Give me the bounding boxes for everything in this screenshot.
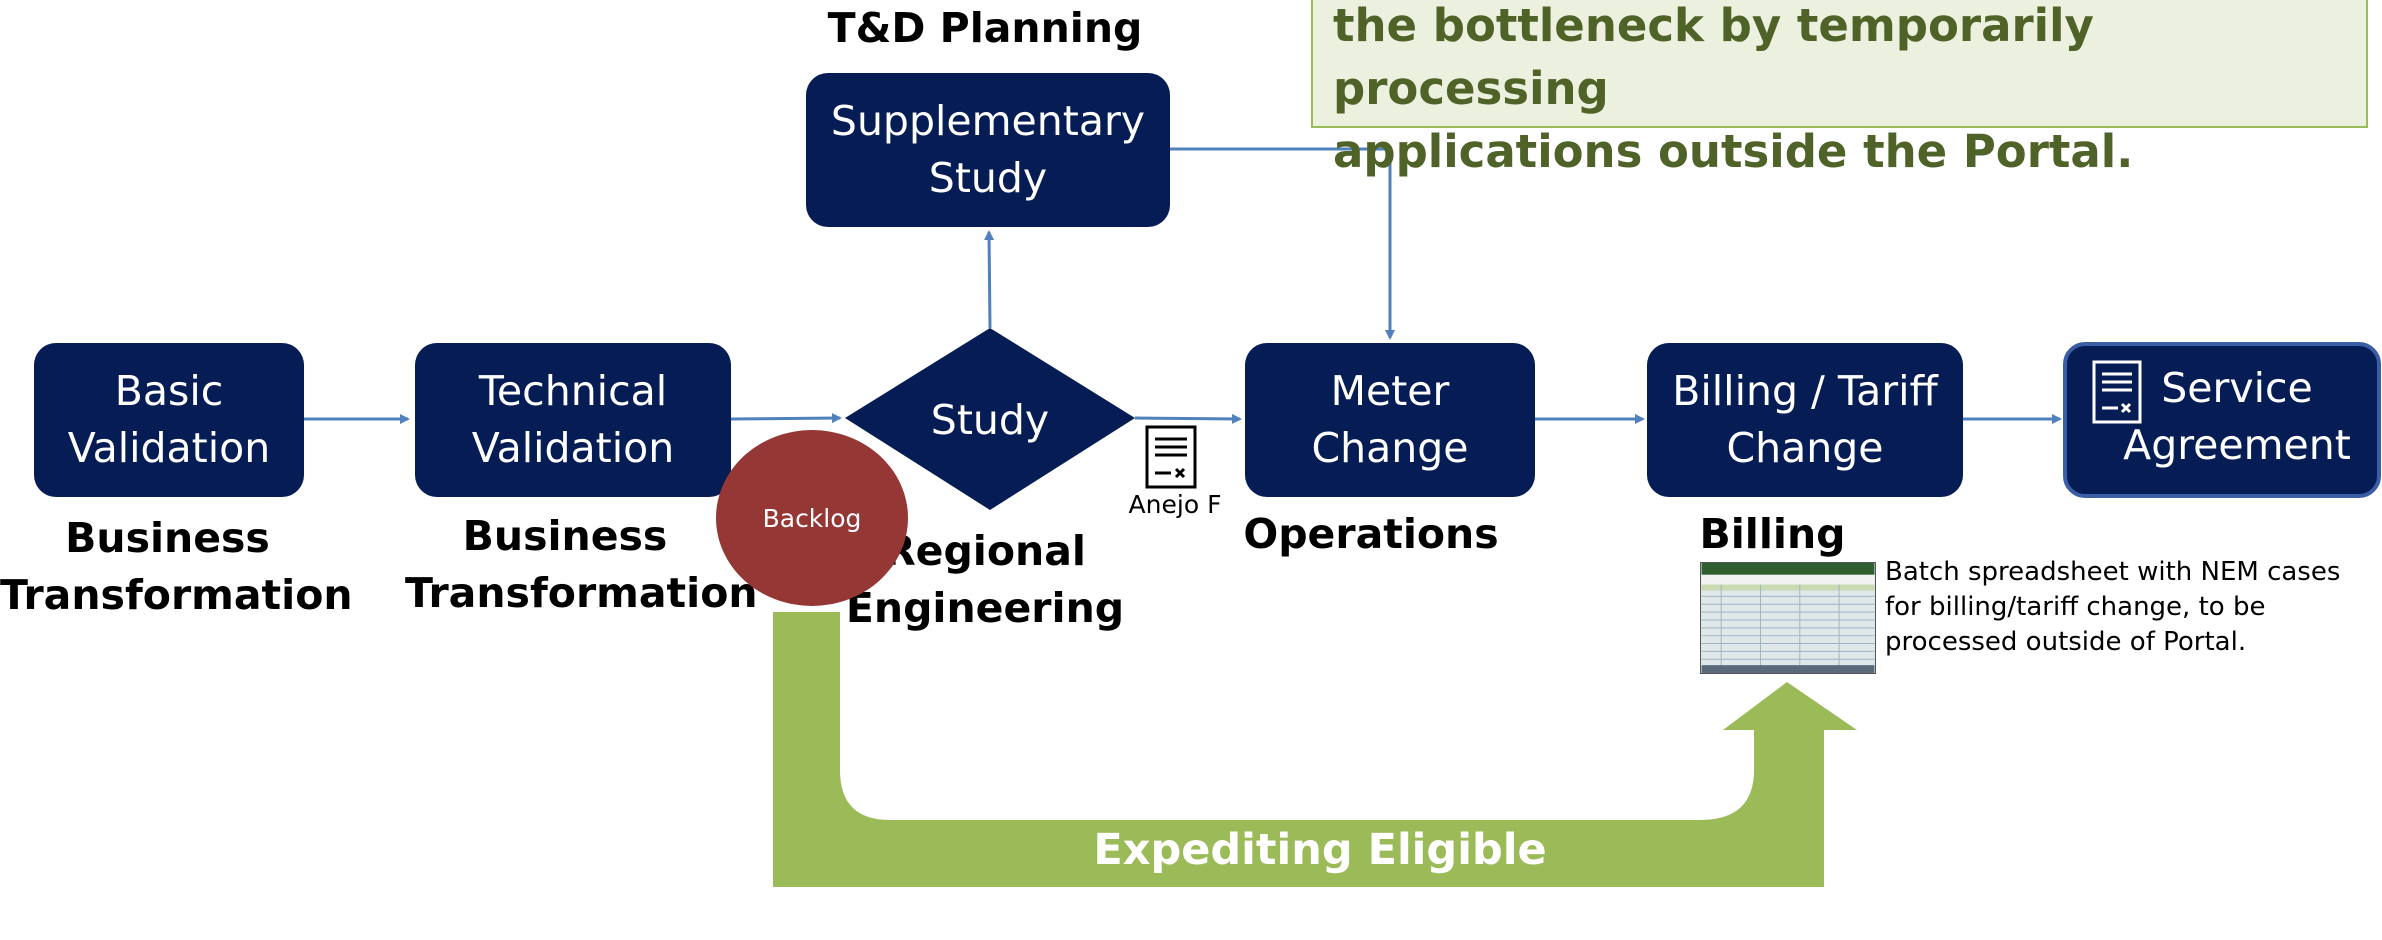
document-icon <box>1145 425 1197 489</box>
backlog-label: Backlog <box>762 503 862 533</box>
expedite-label: Expediting Eligible Projects <box>1093 825 1547 935</box>
supplementary-study-box: Supplementary Study <box>806 73 1170 227</box>
callout-text: the bottleneck by temporarily processing… <box>1333 0 2134 178</box>
diagram-connectors <box>152 147 2062 887</box>
service-agreement-label: Service Agreement <box>2123 364 2351 469</box>
basic-validation-box: Basic Validation <box>34 343 304 497</box>
study-diamond <box>845 328 1135 510</box>
backlog-circle: Backlog <box>716 430 908 606</box>
regional-engineering-label: Regional Engineering <box>845 527 1125 632</box>
billing-label: Billing <box>1699 510 1846 558</box>
billing-tariff-change-box: Billing / Tariff Change <box>1647 343 1963 497</box>
spreadsheet-thumbnail-icon <box>1700 562 1876 674</box>
anejo-f-label: Anejo F <box>1128 490 1222 519</box>
arrow-technical-to-study <box>729 413 842 424</box>
study-label: Study <box>930 396 1050 444</box>
technical-validation-box: Technical Validation <box>415 343 731 497</box>
arrow-study-to-supplementary <box>984 230 995 329</box>
meter-change-box: Meter Change <box>1245 343 1535 497</box>
callout-box: the bottleneck by temporarily processing… <box>1311 0 2368 178</box>
document-icon <box>2092 360 2142 424</box>
expedite-green-arrow <box>773 612 1857 887</box>
business-transformation-label-2: Business Transformation <box>405 512 758 617</box>
spreadsheet-note: Batch spreadsheet with NEM cases for bil… <box>1885 557 2341 657</box>
arrow-study-to-meter <box>1134 413 1242 424</box>
td-planning-label: T&D Planning <box>827 4 1143 52</box>
service-agreement-box: Service Agreement <box>2063 342 2381 498</box>
business-transformation-label-1: Business Transformation <box>0 514 353 619</box>
operations-label: Operations <box>1243 510 1499 558</box>
arrow-supplementary-to-meter <box>1170 147 1395 340</box>
